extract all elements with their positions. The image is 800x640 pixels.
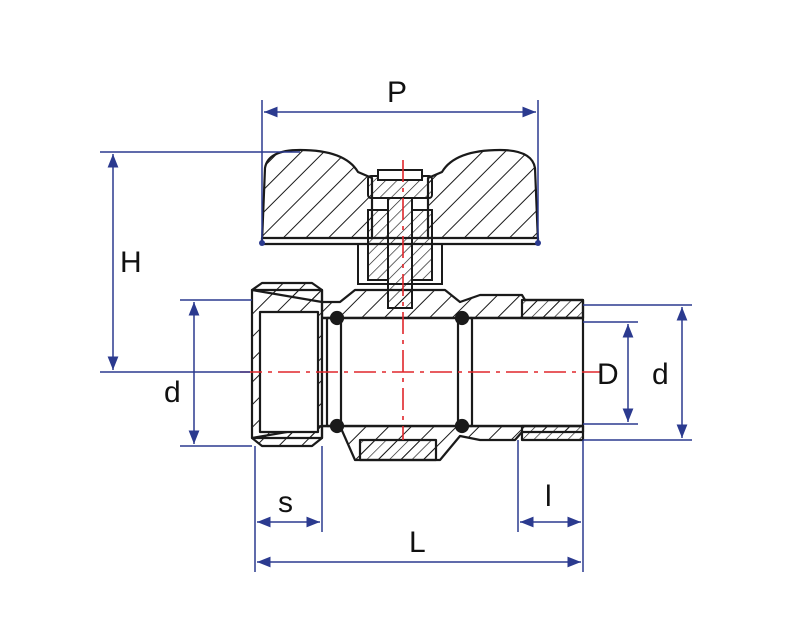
dimension-lines bbox=[100, 100, 692, 572]
dimension-label-s: s bbox=[278, 486, 293, 519]
centerlines bbox=[240, 160, 600, 440]
dimension-label-l: l bbox=[545, 480, 552, 513]
dimension-label-d-right: d bbox=[652, 358, 669, 391]
dimension-label-D: D bbox=[597, 358, 619, 391]
valve-body bbox=[250, 281, 585, 462]
valve-stem bbox=[357, 169, 443, 309]
dimension-label-d-left: d bbox=[164, 376, 181, 409]
dimension-label-P: P bbox=[387, 76, 408, 109]
dimension-label-L: L bbox=[409, 526, 426, 559]
dimension-label-H: H bbox=[120, 246, 142, 279]
